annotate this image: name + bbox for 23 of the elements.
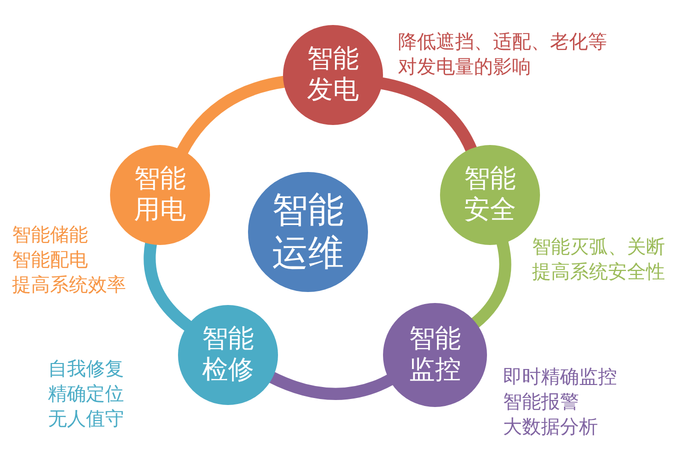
node-label: 智能用电 (133, 164, 187, 226)
ring-arc (268, 371, 394, 400)
node-label: 智能发电 (306, 44, 360, 106)
note-text: 精确定位 (48, 382, 124, 407)
node-label: 智能检修 (201, 324, 255, 386)
ring-arc (470, 240, 512, 328)
ring-arc (144, 241, 193, 332)
note-text: 智能报警 (503, 390, 579, 415)
node-label: 智能运维 (271, 188, 345, 276)
note-text: 提高系统安全性 (532, 260, 665, 285)
note-text: 提高系统效率 (12, 273, 126, 298)
note-text: 大数据分析 (503, 415, 598, 440)
note-text: 自我修复 (48, 357, 124, 382)
ring-arc (176, 76, 286, 156)
note-text: 即时精确监控 (503, 365, 617, 390)
note-text: 无人值守 (48, 407, 124, 432)
note-text: 智能储能 (12, 223, 88, 248)
node-label: 智能监控 (408, 324, 462, 386)
note-text: 智能配电 (12, 248, 88, 273)
ring-arc (379, 77, 478, 154)
note-text: 降低遮挡、适配、老化等对发电量的影响 (398, 30, 608, 80)
node-label: 智能安全 (463, 164, 517, 226)
note-text: 智能灭弧、关断 (532, 235, 665, 260)
